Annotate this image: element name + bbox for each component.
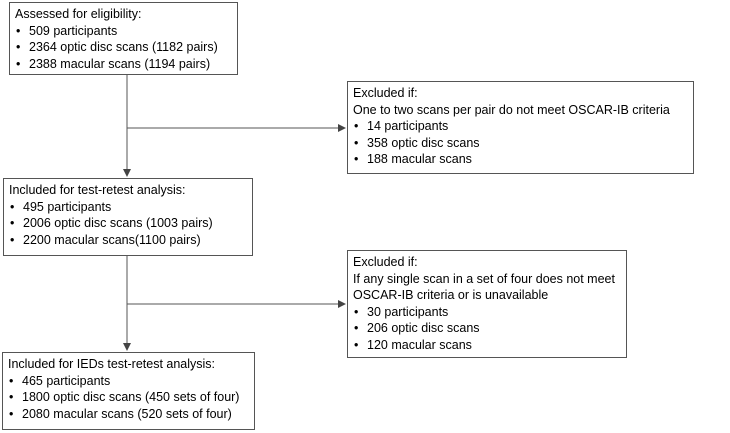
stats-list: 495 participants 2006 optic disc scans (… xyxy=(9,199,247,249)
stats-list: 465 participants 1800 optic disc scans (… xyxy=(8,373,249,423)
list-item: 2080 macular scans (520 sets of four) xyxy=(8,406,249,423)
exclusion-criteria: One to two scans per pair do not meet OS… xyxy=(353,102,670,117)
stats-list: 509 participants 2364 optic disc scans (… xyxy=(15,23,232,73)
list-item: 120 macular scans xyxy=(353,337,621,354)
list-item: 188 macular scans xyxy=(353,151,688,168)
list-item: 30 participants xyxy=(353,304,621,321)
assessed-box: Assessed for eligibility: 509 participan… xyxy=(9,2,238,75)
excluded-box-1: Excluded if: One to two scans per pair d… xyxy=(347,81,694,174)
list-item: 2200 macular scans(1100 pairs) xyxy=(9,232,247,249)
box-title: Included for IEDs test-retest analysis: xyxy=(8,357,216,371)
list-item: 465 participants xyxy=(8,373,249,390)
box-title: Assessed for eligibility: xyxy=(15,7,142,21)
included-ieds-box: Included for IEDs test-retest analysis: … xyxy=(2,352,255,430)
list-item: 2364 optic disc scans (1182 pairs) xyxy=(15,39,232,56)
list-item: 495 participants xyxy=(9,199,247,216)
excluded-box-2: Excluded if: If any single scan in a set… xyxy=(347,250,627,358)
list-item: 1800 optic disc scans (450 sets of four) xyxy=(8,389,249,406)
box-title: Excluded if: xyxy=(353,255,418,269)
stats-list: 14 participants 358 optic disc scans 188… xyxy=(353,118,688,168)
list-item: 2388 macular scans (1194 pairs) xyxy=(15,56,232,73)
list-item: 206 optic disc scans xyxy=(353,320,621,337)
stats-list: 30 participants 206 optic disc scans 120… xyxy=(353,304,621,354)
included-test-retest-box: Included for test-retest analysis: 495 p… xyxy=(3,178,253,256)
box-title: Excluded if: xyxy=(353,86,418,100)
list-item: 509 participants xyxy=(15,23,232,40)
list-item: 14 participants xyxy=(353,118,688,135)
list-item: 358 optic disc scans xyxy=(353,135,688,152)
exclusion-criteria: If any single scan in a set of four does… xyxy=(353,271,615,303)
list-item: 2006 optic disc scans (1003 pairs) xyxy=(9,215,247,232)
box-title: Included for test-retest analysis: xyxy=(9,183,186,197)
